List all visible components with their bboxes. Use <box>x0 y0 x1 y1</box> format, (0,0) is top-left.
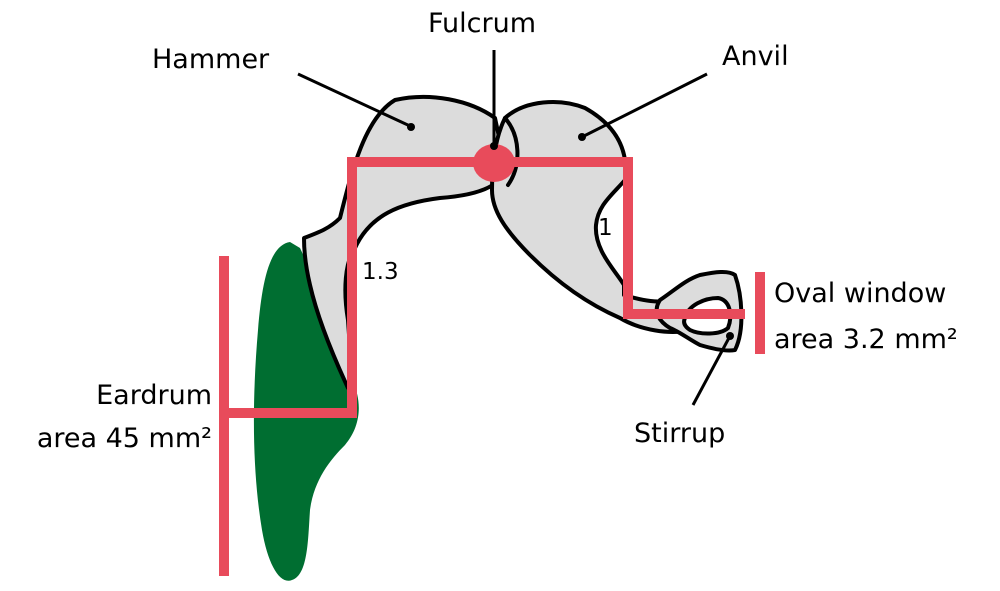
hammer-leader-dot <box>407 123 415 131</box>
oval-window-label: Oval window <box>774 278 946 309</box>
hammer-bone <box>302 94 507 390</box>
anvil-arm-ratio: 1 <box>598 215 613 241</box>
hammer-label: Hammer <box>152 44 270 75</box>
eardrum-label: Eardrum <box>96 380 212 411</box>
fulcrum-label: Fulcrum <box>428 8 536 39</box>
eardrum-area-label: area 45 mm² <box>37 423 212 454</box>
stirrup-leader-dot <box>726 332 734 340</box>
fulcrum-leader-dot <box>490 142 498 150</box>
stirrup-label: Stirrup <box>634 418 725 449</box>
oval-window-area-label: area 3.2 mm² <box>774 324 958 355</box>
hammer-leader <box>297 72 411 128</box>
anvil-leader-dot <box>578 133 586 141</box>
anvil-inner-edge <box>503 116 520 187</box>
anvil-leader <box>583 72 708 138</box>
stirrup-leader <box>691 335 732 406</box>
fulcrum-point <box>473 144 515 182</box>
hammer-arm-ratio: 1.3 <box>362 259 399 285</box>
anvil-label: Anvil <box>722 41 789 72</box>
